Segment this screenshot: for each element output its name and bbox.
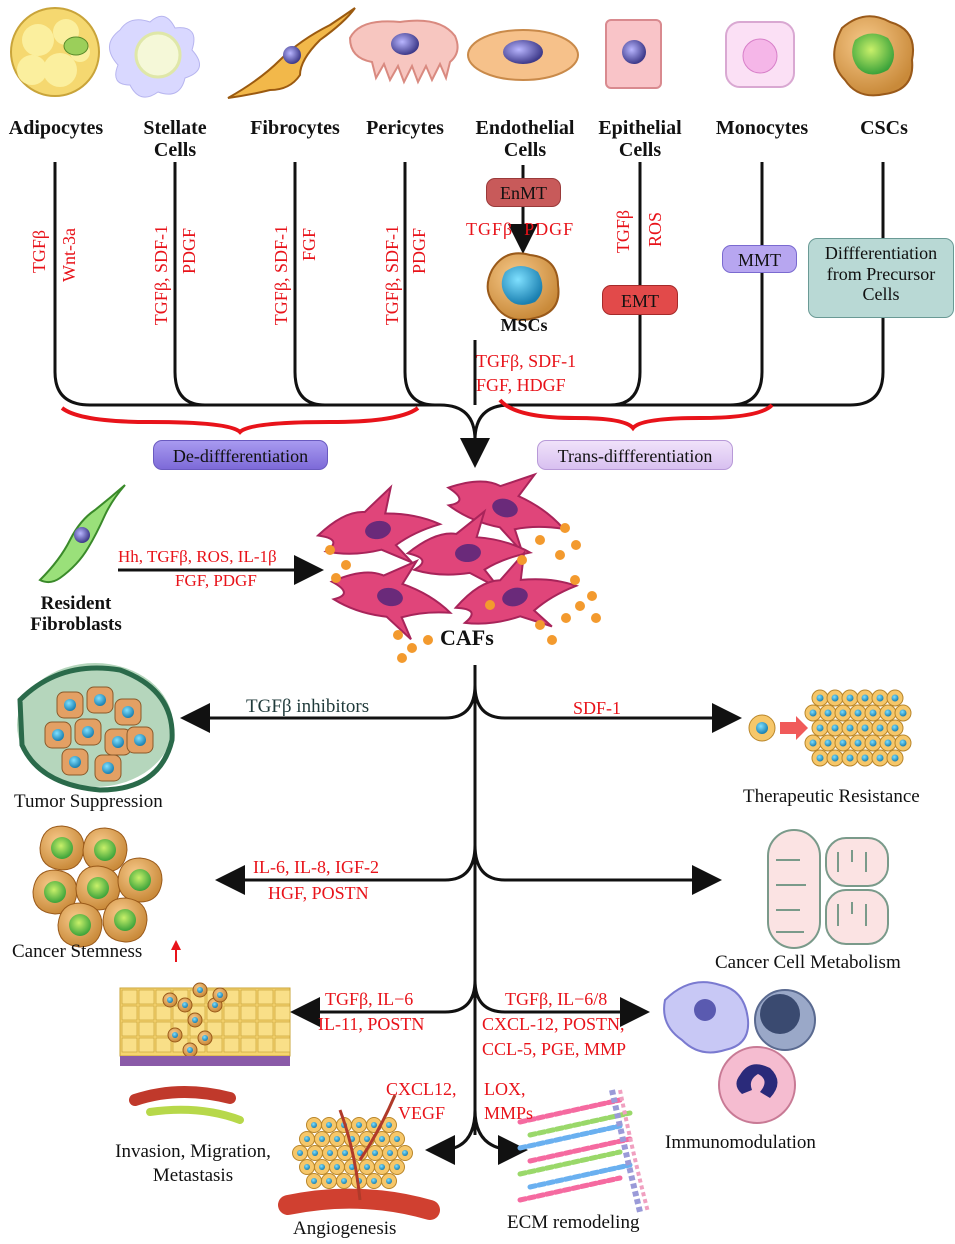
adipocyte-icon: [10, 7, 100, 97]
label-endothelial-cells: Endothelial Cells: [475, 117, 575, 161]
endothelial-factors: TGFβ PDGF: [466, 219, 575, 239]
tumor-suppression-icon: [17, 663, 175, 793]
label-cscs: CSCs: [860, 117, 908, 139]
dedifferentiation-brace: [60, 406, 420, 435]
therapeutic-resistance-icon: [748, 689, 912, 767]
label-cancer-stemness: Cancer Stemness: [12, 941, 143, 962]
factor-epithelial-1: TGFβ: [613, 210, 633, 254]
factor-stellate-1: TGFβ, SDF-1: [151, 225, 171, 326]
function-tree-lines: [190, 665, 732, 1152]
mitochondria-icon: [767, 829, 889, 949]
cancer-stemness-icon: [32, 825, 163, 948]
label-cafs: CAFs: [440, 625, 494, 650]
resident-fibroblast-icon: [38, 484, 126, 584]
invasion-factors-1: TGFβ, IL−6: [325, 989, 414, 1009]
angio-factors-2: VEGF: [398, 1103, 446, 1123]
lineage-tree-lines: [53, 162, 885, 458]
label-ecm-remodeling: ECM remodeling: [507, 1212, 640, 1233]
factor-fibrocytes-2: FGF: [299, 228, 319, 262]
label-epithelial-cells: Epithelial Cells: [598, 117, 682, 161]
label-resident-fibroblasts: Resident Fibroblasts: [30, 593, 122, 635]
factor-pericytes-1: TGFβ, SDF-1: [382, 225, 402, 326]
factor-pericytes-2: PDGF: [409, 228, 429, 275]
invasion-tissue-icon: [119, 982, 291, 1124]
ecm-factors-2: MMPs: [484, 1103, 534, 1123]
resident-factors-1: Hh, TGFβ, ROS, IL-1β: [118, 547, 277, 566]
factor-epithelial-2: ROS: [645, 212, 665, 248]
invasion-factors-2: IL-11, POSTN: [318, 1014, 425, 1034]
label-stellate-cells: Stellate Cells: [143, 117, 207, 161]
endothelial-cell-icon: [467, 29, 579, 81]
transdifferentiation-brace: [498, 398, 774, 432]
transdifferentiation-box: Trans-diffferentiation: [537, 440, 733, 470]
factor-adipocytes-1: TGFβ: [29, 230, 49, 274]
ecm-fibers-icon: [517, 1089, 650, 1213]
dedifferentiation-box: De-diffferentiation: [153, 440, 328, 470]
csc-icon: [833, 15, 914, 97]
label-fibrocytes: Fibrocytes: [250, 117, 340, 139]
factor-fibrocytes-1: TGFβ, SDF-1: [271, 225, 291, 326]
stemness-factors-2: HGF, POSTN: [268, 883, 369, 903]
enmt-box: EnMT: [486, 178, 561, 207]
immuno-factors-3: CCL-5, PGE, MMP: [482, 1039, 627, 1059]
immuno-factors-2: CXCL-12, POSTN,: [482, 1014, 625, 1034]
factor-stellate-2: PDGF: [179, 228, 199, 275]
label-immunomodulation: Immunomodulation: [665, 1132, 816, 1153]
label-pericytes: Pericytes: [366, 117, 444, 139]
angio-factors-1: CXCL12,: [386, 1079, 457, 1099]
stellate-cell-icon: [109, 15, 200, 98]
resident-factors-2: FGF, PDGF: [175, 571, 257, 590]
caf-cluster-icon: [315, 472, 601, 663]
immuno-factors-1: TGFβ, IL−6/8: [505, 989, 608, 1009]
mmt-box: MMT: [722, 245, 797, 273]
immune-cells-icon: [663, 981, 816, 1124]
angiogenesis-icon: [278, 1094, 440, 1220]
pericyte-icon: [348, 19, 459, 85]
label-tumor-suppression: Tumor Suppression: [14, 791, 163, 812]
label-invasion: Invasion, Migration, Metastasis: [115, 1141, 271, 1186]
label-adipocytes: Adipocytes: [8, 117, 104, 139]
label-monocytes: Monocytes: [715, 117, 809, 139]
factor-adipocytes-2: Wnt-3a: [59, 228, 79, 282]
sdf1-label: SDF-1: [573, 698, 622, 718]
msc-icon: [486, 252, 560, 321]
label-mscs: MSCs: [500, 315, 548, 335]
monocyte-icon: [725, 21, 795, 88]
label-therapeutic-resistance: Therapeutic Resistance: [743, 786, 920, 807]
msc-factors-2: FGF, HDGF: [476, 375, 566, 395]
emt-box: EMT: [602, 285, 678, 315]
epithelial-cell-icon: [605, 19, 662, 89]
msc-factors-1: TGFβ, SDF-1: [476, 351, 577, 371]
fibrocyte-icon: [227, 7, 356, 99]
precursor-box: Diffferentiation from Precursor Cells: [808, 238, 954, 318]
tgfb-inhibitors-label: TGFβ inhibitors: [246, 696, 370, 717]
ecm-factors-1: LOX,: [484, 1079, 526, 1099]
up-arrow-icon: [171, 940, 181, 962]
stemness-factors-1: IL-6, IL-8, IGF-2: [253, 857, 379, 877]
label-angiogenesis: Angiogenesis: [293, 1218, 397, 1239]
label-cancer-cell-metabolism: Cancer Cell Metabolism: [715, 952, 901, 973]
